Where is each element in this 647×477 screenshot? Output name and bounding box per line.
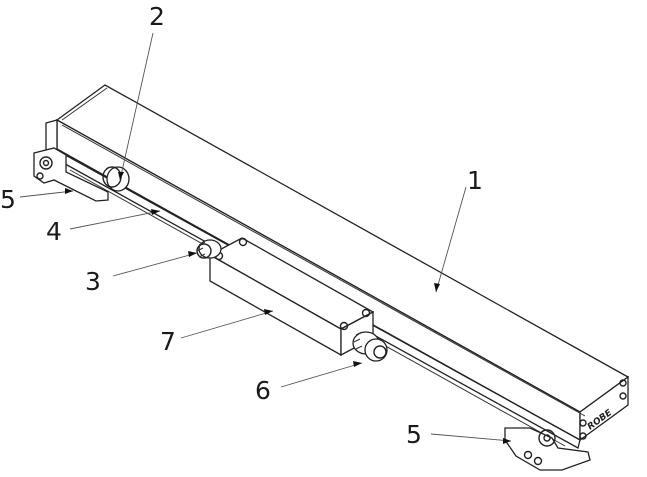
housing-bevel-left	[61, 87, 108, 121]
box-screw-3	[361, 308, 371, 318]
bracket-left-knob	[39, 156, 53, 170]
box-screw-4	[339, 321, 349, 331]
housing-end-face	[579, 375, 629, 442]
end-screw-4	[619, 379, 627, 387]
arrow-5b	[503, 438, 511, 444]
end-screw-1	[579, 419, 587, 427]
bracket-right	[504, 427, 591, 471]
housing-front-edge-line	[61, 124, 586, 417]
gland-right-cap	[364, 338, 388, 362]
arrow-4	[151, 209, 160, 215]
callout-labels: 1 2 3 4 5 5 6 7	[0, 2, 483, 449]
leader-1	[435, 186, 467, 293]
arrowheads	[65, 172, 511, 444]
housing-front-face	[56, 118, 581, 442]
callout-4: 4	[46, 217, 62, 246]
callout-5-right: 5	[406, 420, 422, 449]
cable-box	[208, 237, 375, 357]
leader-7	[180, 310, 274, 339]
bracket-left-bolt	[42, 159, 50, 167]
leader-4	[69, 210, 161, 230]
arrow-3	[188, 251, 197, 257]
end-screw-2	[579, 432, 587, 440]
cable-gland-left	[196, 239, 222, 259]
callout-7: 7	[160, 327, 176, 356]
leader-5b	[430, 433, 512, 442]
bracket-right-bolt	[543, 434, 551, 442]
arrow-5a	[65, 188, 73, 194]
callout-2: 2	[149, 2, 165, 31]
callout-3: 3	[85, 267, 101, 296]
bracket-left-screw	[36, 172, 44, 180]
gland-right-ring	[373, 345, 387, 359]
bracket-right-knob	[538, 429, 556, 447]
arrow-7	[264, 309, 273, 315]
callout-6: 6	[255, 376, 271, 405]
leader-6	[280, 362, 363, 388]
arrow-1	[434, 283, 440, 292]
arrow-6	[353, 361, 362, 367]
end-screw-3	[619, 392, 627, 400]
bracket-right-screw-2	[533, 456, 543, 466]
callout-5-left: 5	[0, 185, 16, 214]
gland-left-threads	[196, 241, 206, 258]
bracket-left	[33, 147, 109, 202]
gland-right-threads	[353, 331, 363, 350]
leader-lines	[19, 32, 512, 442]
bracket-right-screw-1	[523, 450, 533, 460]
housing-left-cap	[45, 119, 58, 153]
arrow-2	[118, 172, 124, 180]
box-screw-1	[238, 237, 248, 247]
leader-5a	[19, 190, 74, 198]
bracket-left-plate	[33, 147, 109, 202]
cable-gland-right	[352, 331, 388, 362]
main-housing	[45, 84, 630, 442]
callout-1: 1	[467, 166, 483, 195]
leader-2	[119, 32, 154, 181]
leader-3	[112, 252, 198, 277]
bracket-right-plate	[504, 427, 591, 471]
housing-top-face	[55, 84, 630, 413]
